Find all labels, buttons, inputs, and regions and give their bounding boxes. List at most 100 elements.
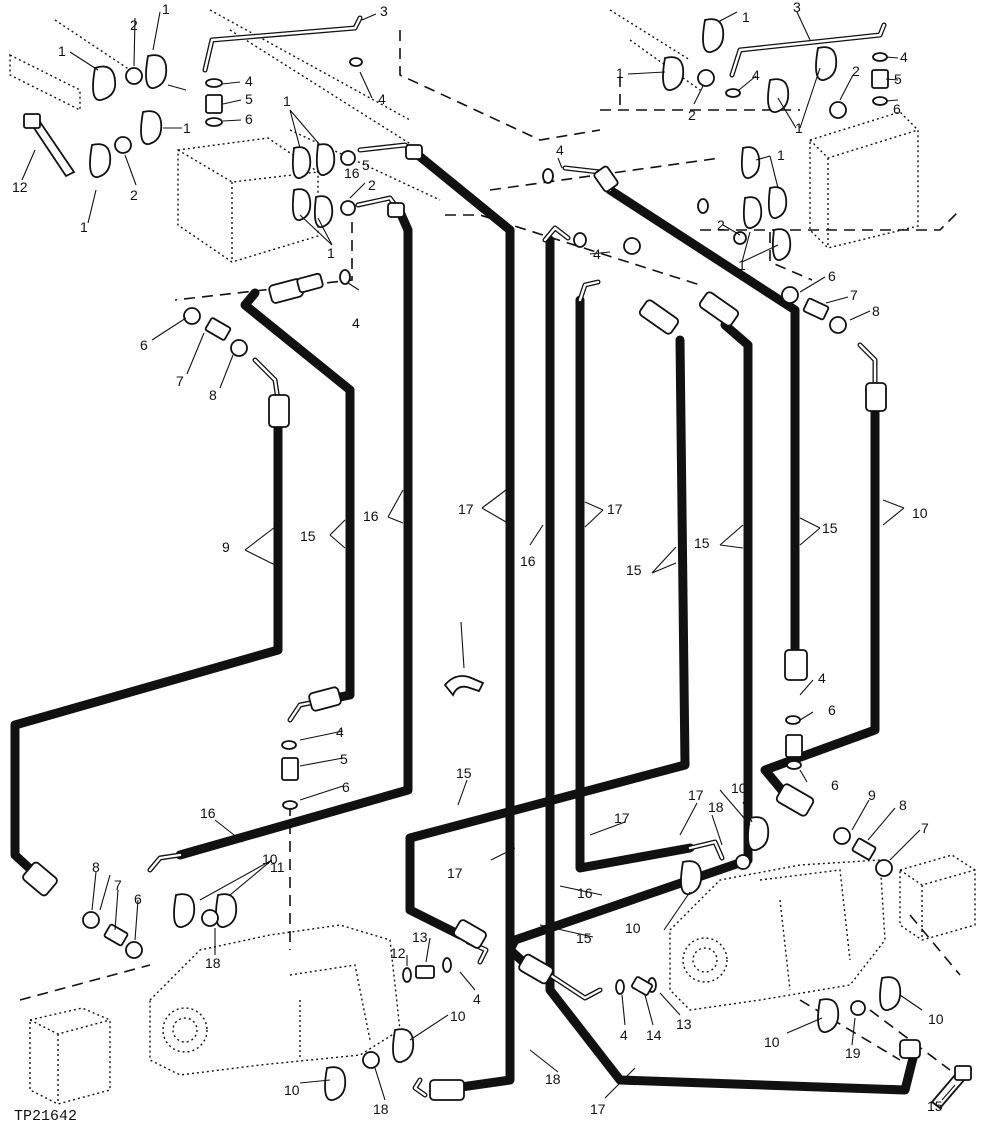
hose-17-center [575,295,695,873]
hose-16-left [175,207,413,860]
hose-15-mid [405,335,690,940]
callout-8: 9 [868,787,876,803]
callout-4: 4 [378,91,386,107]
valve-block-upper-right [809,111,919,249]
callout-6: 6 [140,337,148,353]
callout-18: 18 [205,955,221,971]
hose-15-right [505,320,753,973]
callout-11: 12 [12,179,28,195]
callout-7: 7 [176,373,184,389]
callout-15: 15 [822,520,838,536]
block-lower-left [29,1007,111,1105]
frame-upper-right [609,9,701,91]
callout-14: 15 [927,1098,943,1114]
tubes [147,15,887,1098]
callout-6: 7 [921,820,929,836]
hose-fittings [22,144,921,1101]
callout-1: 1 [183,120,191,136]
callout-12: 12 [390,945,406,961]
callout-2: 2 [717,217,725,233]
callout-13: 14 [646,1027,662,1043]
callout-4: 4 [245,73,253,89]
callout-5: 6 [828,702,836,718]
callout-16: 17 [590,1101,606,1117]
frame-upper-left [9,9,441,201]
hose-17-long [413,150,515,1095]
callout-7: 7 [850,287,858,303]
callout-2: 2 [368,177,376,193]
callout-10: 10 [284,1082,300,1098]
hose-9-left [10,420,283,883]
callout-10: 10 [625,920,641,936]
callout-17: 17 [447,865,463,881]
callout-10: 10 [262,851,278,867]
valve-block-upper-left [177,137,319,263]
callout-6: 6 [134,891,142,907]
callout-2: 2 [130,187,138,203]
callout-4: 4 [818,670,826,686]
callout-6: 6 [893,101,901,117]
callout-6: 6 [828,268,836,284]
callout-4: 4 [620,1027,628,1043]
callout-1: 1 [162,1,170,17]
hose-16-center [545,235,920,1095]
callout-17: 17 [458,501,474,517]
callout-8: 8 [209,387,217,403]
alignment-lines [19,30,961,1071]
callout-18: 19 [845,1045,861,1061]
callout-3: 3 [380,3,388,19]
hardware [23,113,972,1110]
callout-18: 18 [373,1101,389,1117]
callout-15: 15 [694,535,710,551]
callout-1: 1 [327,245,335,261]
callout-1: 1 [742,9,750,25]
figure-reference-code: TP21642 [14,1108,77,1125]
callout-10: 10 [764,1034,780,1050]
hose-15-left [240,288,355,705]
leader-lines [21,11,956,1101]
callout-17: 17 [614,810,630,826]
callout-12: 13 [676,1016,692,1032]
callout-1: 1 [777,147,785,163]
callout-2: 2 [852,63,860,79]
callout-16: 16 [520,553,536,569]
block-lower-right [899,854,976,941]
callout-18: 18 [708,799,724,815]
callout-5: 5 [340,751,348,767]
callout-17: 17 [607,501,623,517]
callout-6: 6 [342,779,350,795]
adapters [103,69,889,996]
callout-1: 1 [58,43,66,59]
callout-16: 16 [200,805,216,821]
callout-4: 4 [336,724,344,740]
callout-9: 10 [912,505,928,521]
callout-10: 10 [731,780,747,796]
callout-8: 8 [872,303,880,319]
callout-labels: 1 1 1 1 1 1 1 1 1 1 1 2 2 2 2 2 2 3 3 4 … [12,0,944,1117]
callout-2: 2 [688,107,696,123]
pump-right [669,859,886,1011]
callout-16: 16 [577,885,593,901]
callout-6: 6 [245,111,253,127]
callout-2: 2 [130,17,138,33]
pump-left [149,924,401,1076]
callout-10: 10 [928,1011,944,1027]
callout-8: 8 [92,859,100,875]
callout-1: 1 [795,120,803,136]
callout-4: 4 [900,49,908,65]
callout-15: 16 [344,165,360,181]
callout-6: 6 [831,777,839,793]
callout-4: 4 [556,142,564,158]
callout-3: 3 [793,0,801,15]
hose-15-farright [605,185,800,655]
callout-13: 13 [412,929,428,945]
callout-5: 5 [894,71,902,87]
callout-17: 18 [545,1071,561,1087]
callout-15: 15 [626,562,642,578]
callout-5: 5 [245,91,253,107]
callout-1: 1 [616,65,624,81]
callout-4: 4 [593,246,601,262]
callout-9: 9 [222,539,230,555]
callout-4: 4 [752,67,760,83]
